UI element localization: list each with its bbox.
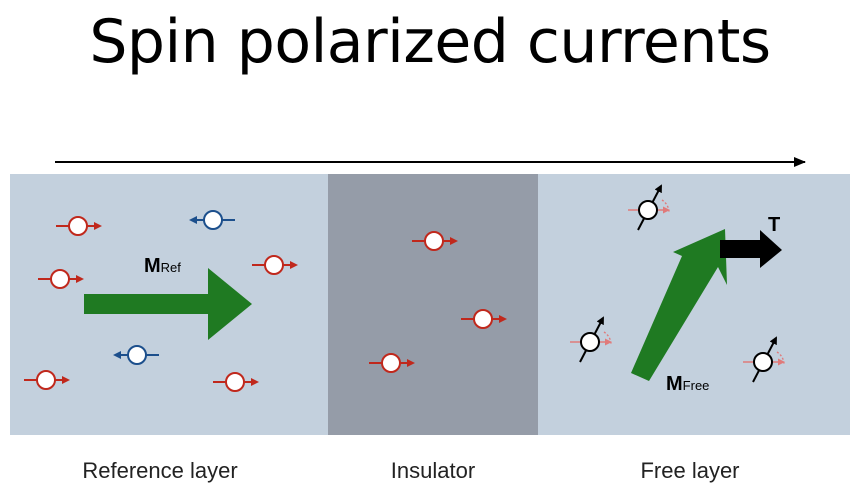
magnetization-ref-arrow [84, 268, 252, 340]
reference-layer-label: Reference layer [82, 458, 238, 483]
torque-label: T [768, 214, 781, 236]
insulator-layer-label: Insulator [390, 458, 476, 483]
m-free-label: MFree [666, 373, 710, 395]
insulator-layer [328, 174, 538, 435]
torque-arrow [720, 230, 782, 268]
free-layer-label: Free layer [640, 458, 740, 483]
page-title: Spin polarized currents [89, 7, 771, 77]
m-ref-label: MRef [144, 255, 181, 277]
magnetization-free-arrow [631, 229, 727, 381]
